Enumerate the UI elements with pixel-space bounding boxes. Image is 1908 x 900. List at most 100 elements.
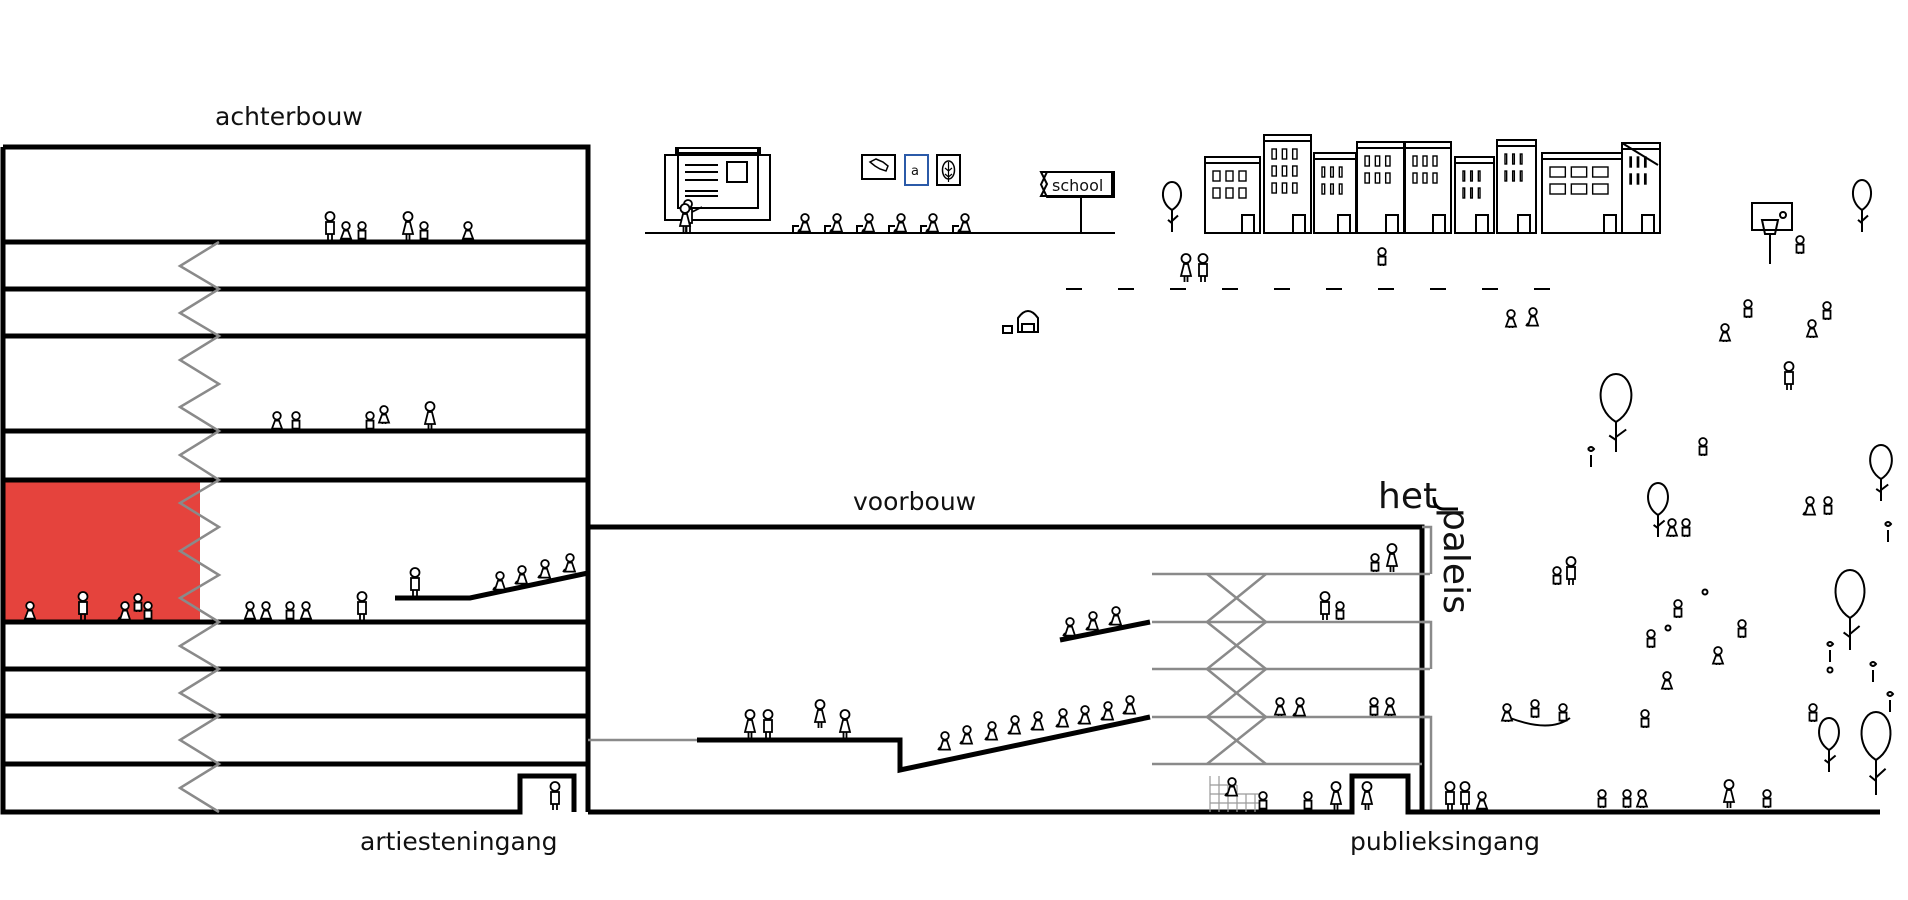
achterbouw-label: achterbouw <box>215 102 363 131</box>
person-figure <box>285 601 295 620</box>
person-figure <box>1100 701 1115 721</box>
person-figure <box>377 405 391 424</box>
person-figure <box>492 571 507 591</box>
person-figure <box>117 601 132 621</box>
map-belgium-icon <box>861 154 896 180</box>
person-figure <box>1597 789 1607 808</box>
person-figure <box>409 567 421 596</box>
school-sign: school <box>1039 171 1115 233</box>
person-figure <box>1646 629 1656 648</box>
person-figure <box>959 725 974 745</box>
person-figure <box>861 213 876 233</box>
park-trees <box>1162 178 1895 795</box>
person-figure <box>562 553 577 573</box>
person-figure <box>1722 779 1736 808</box>
person-figure <box>1319 591 1331 620</box>
person-figure <box>984 721 999 741</box>
flower-icon <box>1886 691 1895 712</box>
person-figure <box>1122 695 1137 715</box>
person-figure <box>365 411 375 430</box>
foyer-stairs <box>1205 573 1268 765</box>
person-figure <box>893 213 908 233</box>
school-sign-label: school <box>1052 176 1103 195</box>
person-figure <box>143 601 153 620</box>
person-figure <box>1737 619 1747 638</box>
person-figure <box>1292 697 1307 717</box>
tree-icon <box>1852 178 1872 232</box>
house-facade <box>1621 142 1661 234</box>
person-figure <box>829 213 844 233</box>
person-figure <box>1179 253 1193 282</box>
person-figure <box>1030 711 1045 731</box>
street-houses <box>1204 134 1661 234</box>
person-figure <box>937 731 952 751</box>
house-facade <box>1204 156 1261 234</box>
person-figure <box>1783 361 1795 390</box>
letter-a-card <box>904 154 929 186</box>
person-figure <box>743 709 757 738</box>
person-figure <box>1383 697 1397 716</box>
achterbouw-building <box>0 144 591 815</box>
person-figure <box>1795 235 1805 254</box>
classroom-cards: a <box>861 154 961 186</box>
voorbouw-building <box>588 524 1880 815</box>
house-facade <box>1313 152 1357 234</box>
person-figure <box>1673 599 1683 618</box>
person-figure <box>1370 553 1380 572</box>
house-facade <box>1356 141 1405 234</box>
person-figure <box>813 699 827 728</box>
person-figure <box>1743 299 1753 318</box>
artist-entrance-label: artiesteningang <box>360 827 557 856</box>
person-figure <box>1530 699 1540 718</box>
flower-icon <box>1884 521 1893 542</box>
person-figure <box>762 709 774 738</box>
house-facade <box>1541 152 1623 234</box>
person-figure <box>1622 789 1632 808</box>
person-figure <box>461 221 475 240</box>
person-figure <box>1805 319 1819 338</box>
person-figure <box>1565 556 1577 585</box>
person-figure <box>291 411 301 430</box>
person-figure <box>1823 496 1833 515</box>
person-figure <box>1640 709 1650 728</box>
person-figure <box>270 411 284 430</box>
achterbouw-floors <box>3 239 588 767</box>
person-figure <box>1552 566 1562 585</box>
person-figure <box>1108 606 1123 626</box>
tree-icon <box>1599 372 1633 452</box>
person-figure <box>957 213 972 233</box>
ball-icon <box>1664 624 1672 632</box>
person-figure <box>1062 617 1077 637</box>
person-figure <box>1698 437 1708 456</box>
basketball-hoop-icon <box>1751 202 1793 264</box>
person-figure <box>357 221 367 240</box>
person-figure <box>1377 247 1387 266</box>
voorbouw-upper-balcony <box>1059 619 1151 643</box>
classroom-scene: a school <box>645 147 1115 234</box>
person-figure <box>423 401 437 430</box>
person-figure <box>1558 703 1568 722</box>
person-figure <box>1329 781 1343 810</box>
person-figure <box>1762 789 1772 808</box>
house-facade <box>1454 156 1495 234</box>
voorbouw-label: voorbouw <box>853 487 976 516</box>
house-facade <box>1263 134 1312 234</box>
person-figure <box>537 559 552 579</box>
person-figure <box>1077 705 1092 725</box>
person-figure <box>1475 791 1489 810</box>
person-figure <box>1802 496 1817 516</box>
tree-icon <box>1869 443 1893 501</box>
foyer-floors <box>1152 525 1433 812</box>
person-figure <box>678 203 692 232</box>
person-figure <box>1525 307 1540 327</box>
person-figure <box>1360 781 1374 810</box>
person-figure <box>1055 708 1070 728</box>
title-paleis: paleis <box>1435 508 1476 614</box>
leaf-icon <box>936 154 961 186</box>
person-figure <box>1459 781 1471 810</box>
person-figure <box>1808 703 1818 722</box>
title-het: het <box>1378 476 1437 517</box>
title-connector <box>1432 496 1458 511</box>
flower-icon <box>1587 446 1596 467</box>
person-figure <box>1660 671 1674 690</box>
